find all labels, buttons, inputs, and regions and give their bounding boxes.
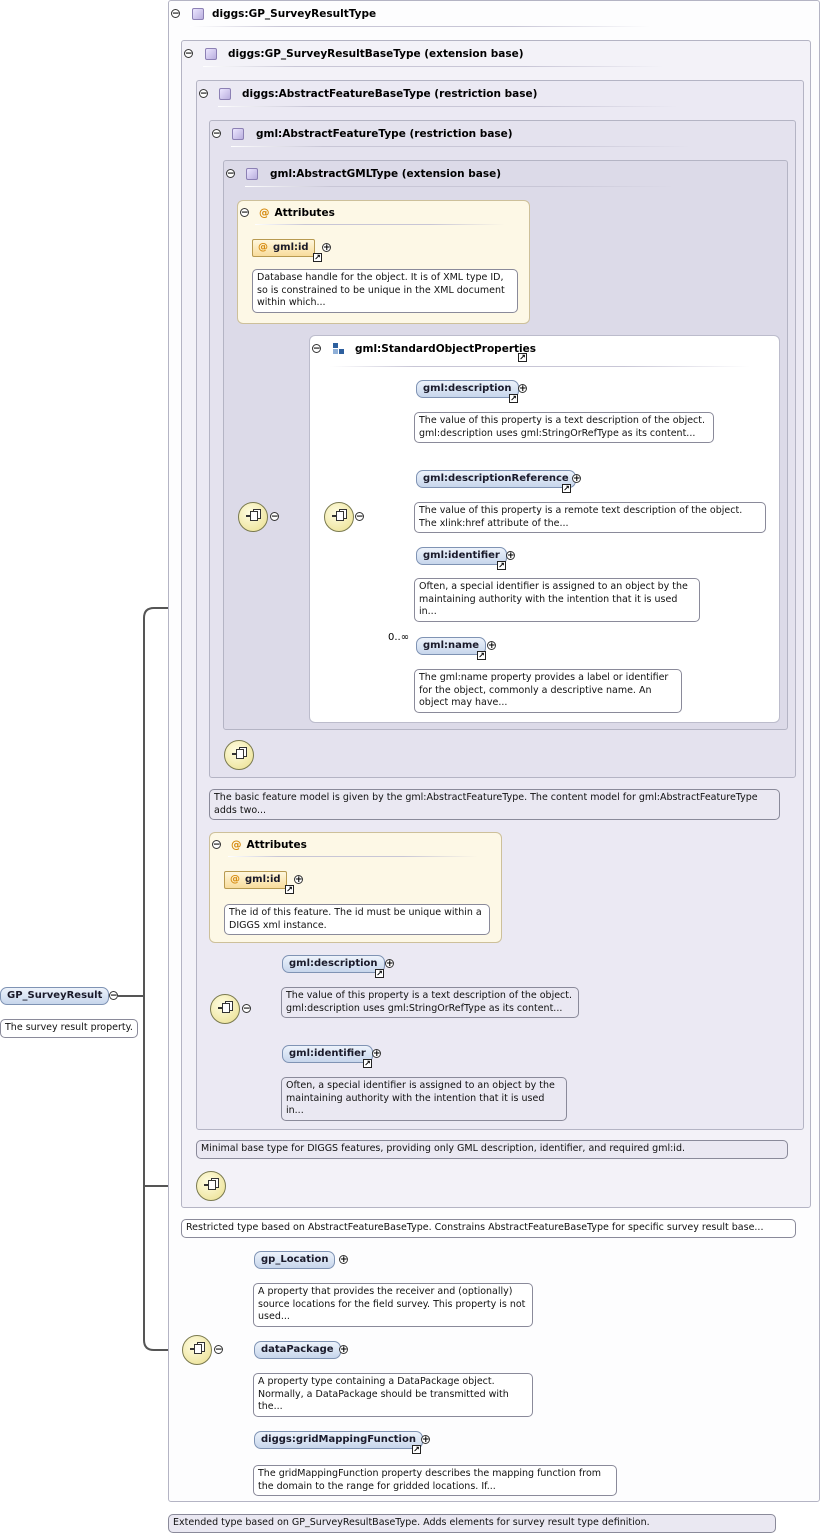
base-gml-identifier-annotation: Often, a special identifier is assigned …: [281, 1077, 567, 1121]
standard-object-properties-collapse-icon[interactable]: −: [312, 344, 321, 354]
standard-gml-description-reference-annotation: The value of this property is a remote t…: [414, 502, 766, 534]
inner-attributes-title: @Attributes: [259, 207, 335, 219]
gml-abstract-feature-type-collapse-icon[interactable]: −: [212, 129, 221, 139]
feature-base-annotation: Minimal base type for DIGGS features, pr…: [196, 1140, 788, 1159]
data-package-annotation: A property type containing a DataPackage…: [253, 1373, 533, 1417]
standard-gml-identifier-annotation: Often, a special identifier is assigned …: [414, 578, 700, 622]
data-package-element[interactable]: dataPackage: [254, 1341, 341, 1359]
sequence-collapse-icon[interactable]: −: [242, 1004, 251, 1014]
expand-icon[interactable]: +: [487, 641, 496, 651]
root-element[interactable]: GP_SurveyResult: [0, 987, 110, 1005]
inner-attributes-collapse-icon[interactable]: −: [240, 208, 249, 218]
sequence-collapse-icon[interactable]: −: [214, 1345, 223, 1355]
divider: [231, 146, 691, 147]
sequence-icon[interactable]: [238, 502, 268, 532]
link-icon[interactable]: ↗: [313, 253, 322, 262]
link-icon[interactable]: ↗: [518, 353, 527, 362]
sequence-icon[interactable]: [324, 502, 354, 532]
divider: [203, 66, 663, 67]
expand-icon[interactable]: +: [506, 551, 515, 561]
abstract-feature-base-type-title: diggs:AbstractFeatureBaseType (restricti…: [242, 88, 538, 100]
divider: [255, 224, 505, 225]
sequence-icon[interactable]: [196, 1171, 226, 1201]
survey-result-base-type-title: diggs:GP_SurveyResultBaseType (extension…: [228, 48, 524, 60]
base-attributes-collapse-icon[interactable]: −: [212, 840, 221, 850]
sequence-icon[interactable]: [210, 994, 240, 1024]
gp-location-element[interactable]: gp_Location: [254, 1251, 336, 1269]
standard-gml-description-element[interactable]: gml:description: [416, 380, 519, 398]
base-attributes-title: @Attributes: [231, 839, 307, 851]
gml-abstract-gml-type-title: gml:AbstractGMLType (extension base): [270, 168, 502, 180]
base-gml-description-annotation: The value of this property is a text des…: [281, 987, 579, 1019]
divider: [218, 106, 678, 107]
base-gml-description-element[interactable]: gml:description: [282, 955, 385, 973]
link-icon[interactable]: ↗: [375, 969, 384, 978]
complex-type-icon: [246, 168, 258, 180]
attribute-icon: @: [258, 242, 268, 253]
expand-icon[interactable]: +: [385, 959, 394, 969]
gp-location-annotation: A property that provides the receiver an…: [253, 1283, 533, 1327]
expand-icon[interactable]: +: [572, 474, 581, 484]
divider: [245, 186, 675, 187]
survey-result-type-title: diggs:GP_SurveyResultType: [212, 8, 377, 20]
grid-mapping-function-annotation: The gridMappingFunction property describ…: [253, 1465, 617, 1497]
result-base-annotation: Restricted type based on AbstractFeature…: [181, 1219, 796, 1238]
feature-type-annotation: The basic feature model is given by the …: [209, 789, 780, 821]
root-collapse-icon[interactable]: −: [109, 991, 118, 1001]
standard-gml-name-element[interactable]: gml:name: [416, 637, 487, 655]
base-gml-identifier-element[interactable]: gml:identifier: [282, 1045, 373, 1063]
sequence-collapse-icon[interactable]: −: [355, 512, 364, 522]
expand-icon[interactable]: +: [294, 875, 303, 885]
base-gml-id-annotation: The id of this feature. The id must be u…: [224, 904, 490, 936]
link-icon[interactable]: ↗: [363, 1059, 372, 1068]
divider: [228, 856, 478, 857]
inner-gml-id-attribute[interactable]: @gml:id: [252, 239, 315, 257]
sequence-icon[interactable]: [182, 1335, 212, 1365]
link-icon[interactable]: ↗: [497, 561, 506, 570]
divider: [330, 366, 750, 367]
survey-result-base-type-collapse-icon[interactable]: −: [184, 49, 193, 59]
expand-icon[interactable]: +: [322, 243, 331, 253]
complex-type-icon: [219, 88, 231, 100]
grid-mapping-function-element[interactable]: diggs:gridMappingFunction: [254, 1431, 423, 1449]
standard-gml-identifier-element[interactable]: gml:identifier: [416, 547, 507, 565]
attribute-icon: @: [259, 207, 270, 219]
expand-icon[interactable]: +: [339, 1345, 348, 1355]
sequence-icon[interactable]: [224, 740, 254, 770]
link-icon[interactable]: ↗: [562, 484, 571, 493]
cardinality-label: 0..∞: [388, 632, 410, 643]
standard-object-properties-title: gml:StandardObjectProperties: [355, 343, 536, 355]
complex-type-icon: [232, 128, 244, 140]
divider: [190, 26, 650, 27]
base-gml-id-attribute[interactable]: @gml:id: [224, 871, 287, 889]
standard-gml-description-reference-element[interactable]: gml:descriptionReference: [416, 470, 576, 488]
gml-abstract-feature-type-title: gml:AbstractFeatureType (restriction bas…: [256, 128, 513, 140]
sequence-collapse-icon[interactable]: −: [270, 512, 279, 522]
attribute-icon: @: [230, 874, 240, 885]
expand-icon[interactable]: +: [421, 1435, 430, 1445]
gml-abstract-gml-type-collapse-icon[interactable]: −: [226, 169, 235, 179]
standard-gml-name-annotation: The gml:name property provides a label o…: [414, 669, 682, 713]
link-icon[interactable]: ↗: [477, 651, 486, 660]
standard-gml-description-annotation: The value of this property is a text des…: [414, 412, 714, 444]
link-icon[interactable]: ↗: [509, 394, 518, 403]
attribute-icon: @: [231, 839, 242, 851]
link-icon[interactable]: ↗: [285, 885, 294, 894]
expand-icon[interactable]: +: [339, 1255, 348, 1265]
abstract-feature-base-type-collapse-icon[interactable]: −: [199, 89, 208, 99]
expand-icon[interactable]: +: [372, 1049, 381, 1059]
inner-gml-id-annotation: Database handle for the object. It is of…: [252, 269, 518, 313]
root-annotation: The survey result property.: [0, 1019, 138, 1038]
group-icon: [333, 343, 345, 355]
complex-type-icon: [192, 8, 204, 20]
expand-icon[interactable]: +: [518, 384, 527, 394]
root-element-label: GP_SurveyResult: [7, 990, 103, 1001]
survey-result-type-collapse-icon[interactable]: −: [171, 9, 180, 19]
complex-type-icon: [205, 48, 217, 60]
link-icon[interactable]: ↗: [412, 1445, 421, 1454]
result-type-annotation: Extended type based on GP_SurveyResultBa…: [168, 1514, 776, 1533]
